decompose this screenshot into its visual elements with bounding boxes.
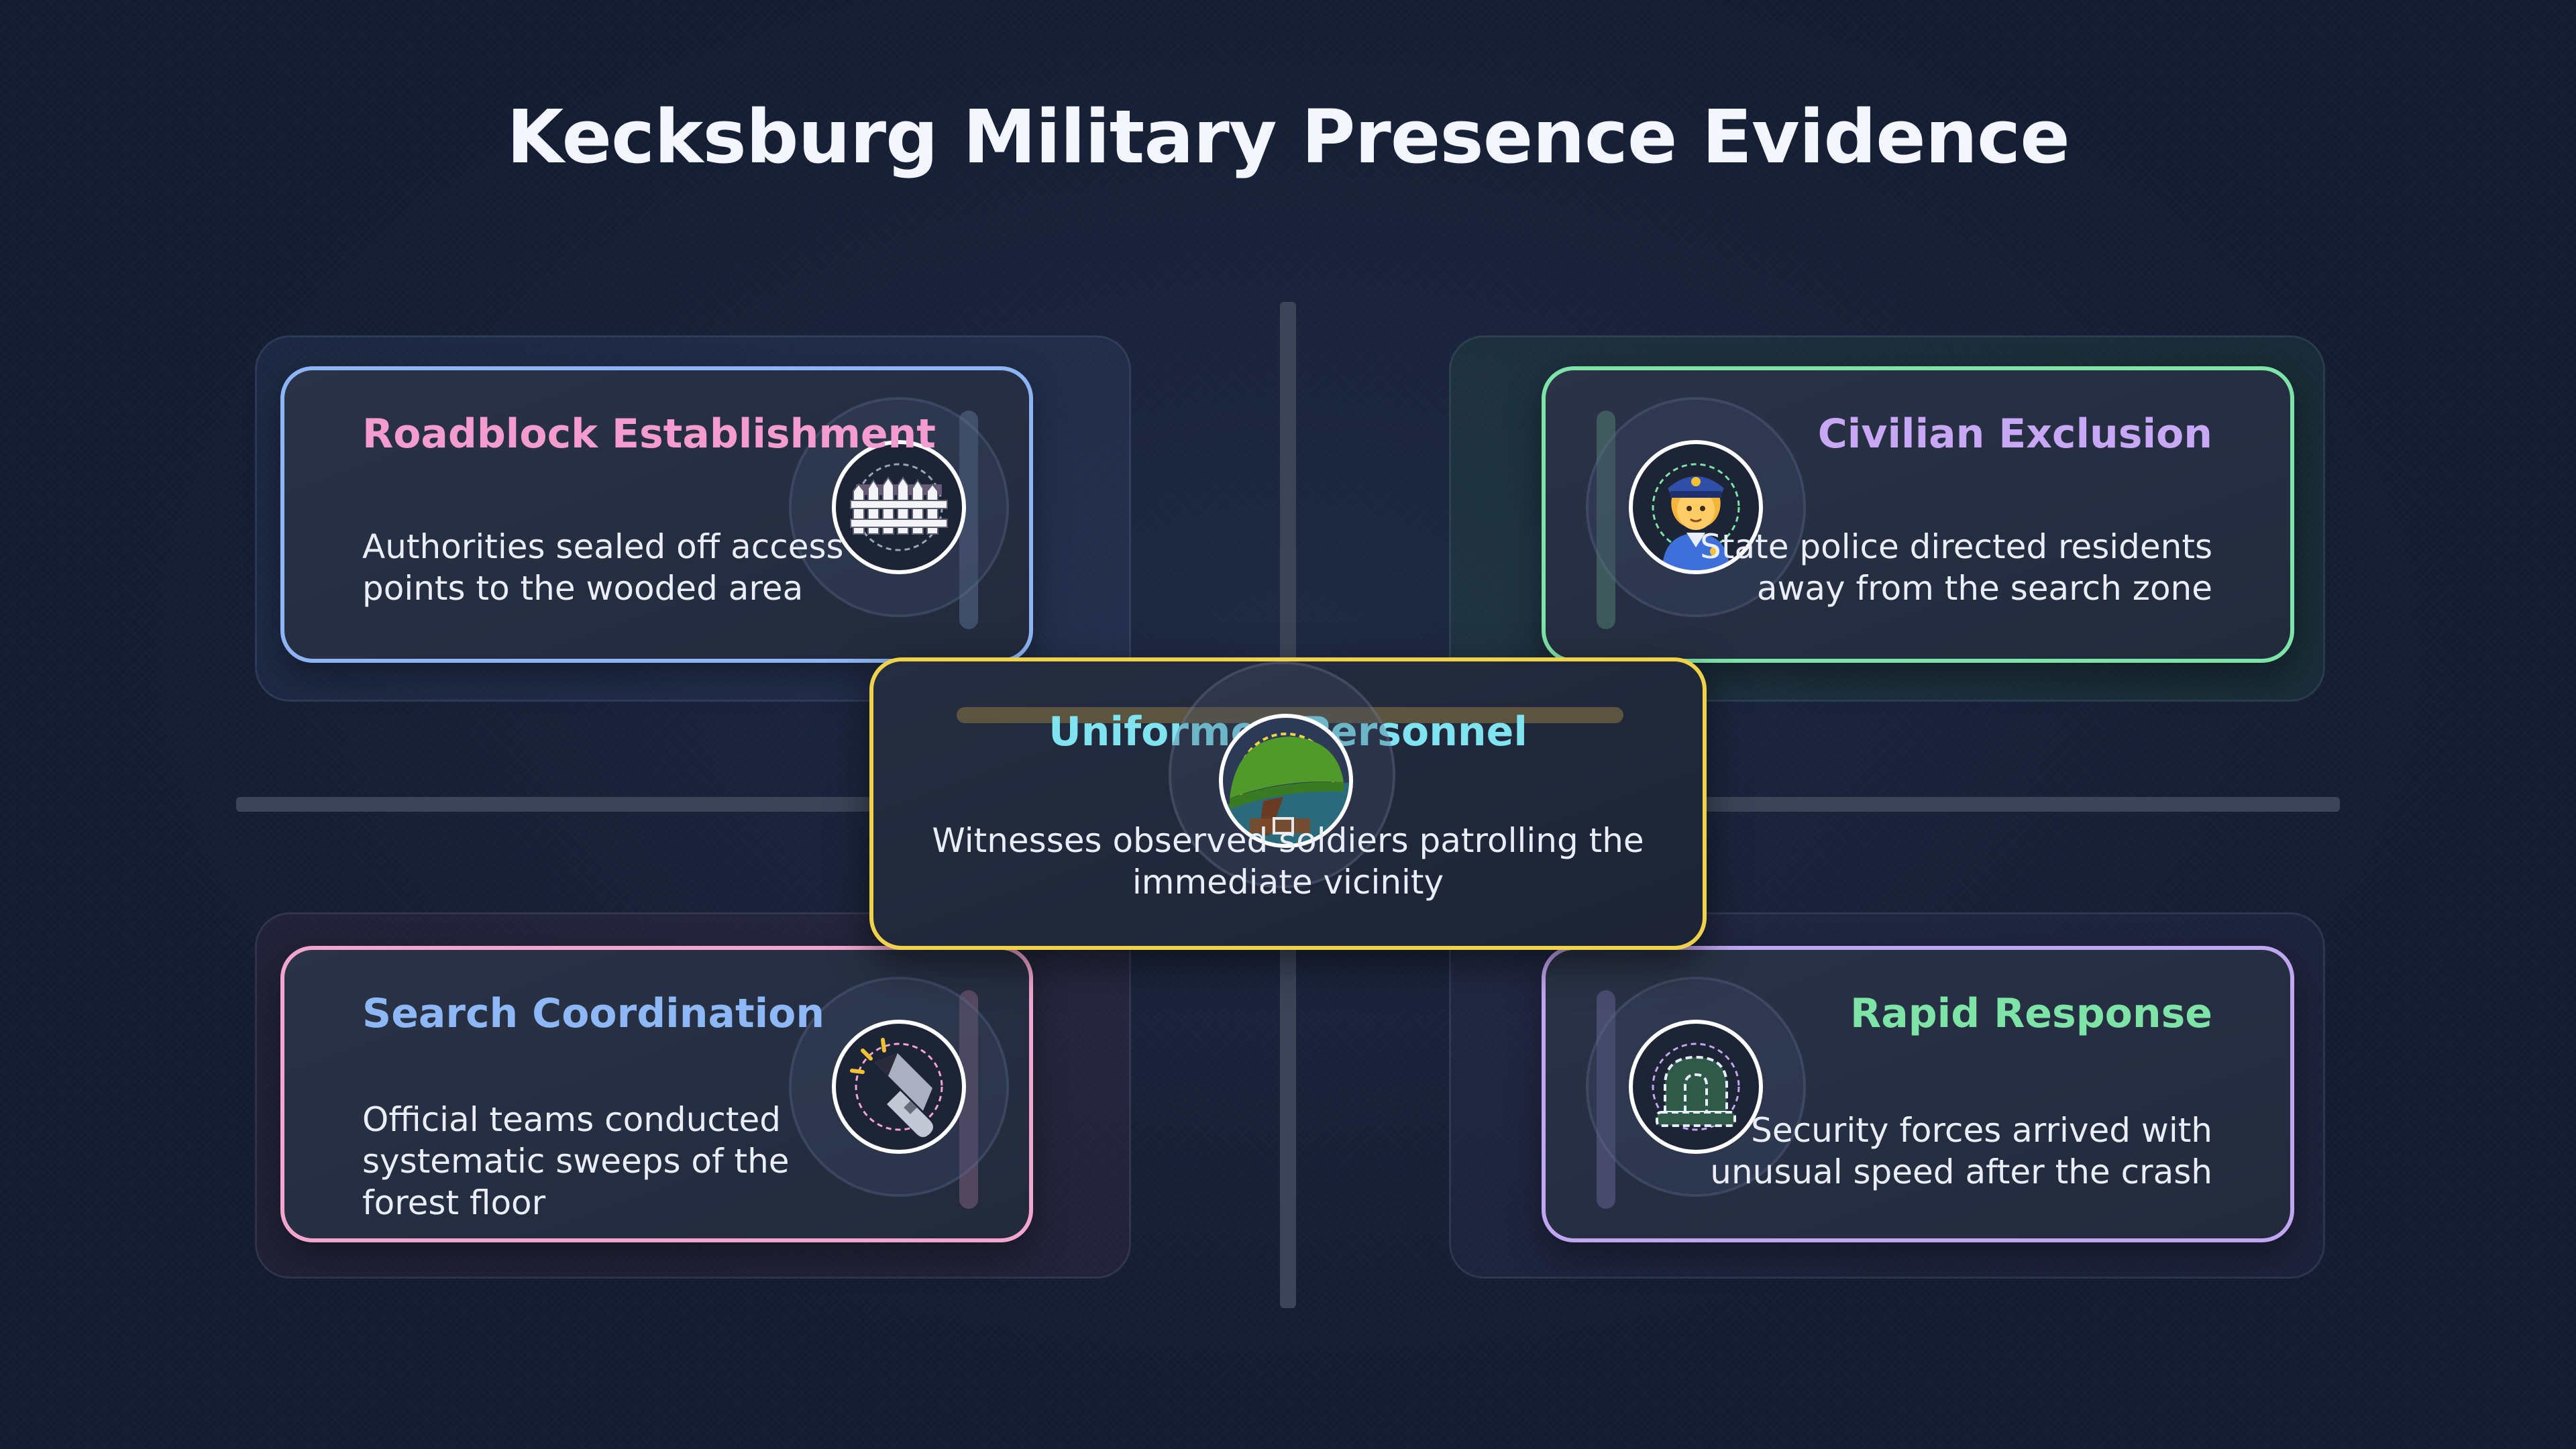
card-title: Roadblock Establishment xyxy=(362,411,936,458)
card-title: Civilian Exclusion xyxy=(1817,411,2212,458)
card-description: Authorities sealed off access points to … xyxy=(362,527,844,608)
card-roadblock-establishment: Roadblock Establishment Authorities seal… xyxy=(280,366,1033,663)
fence-icon xyxy=(832,440,966,574)
card-civilian-exclusion: Civilian Exclusion State police directed… xyxy=(1542,366,2294,663)
military-helmet-icon xyxy=(1219,714,1353,848)
card-rapid-response: Rapid Response Security forces arrived w… xyxy=(1542,946,2294,1242)
flashlight-icon xyxy=(832,1020,966,1154)
card-description: State police directed residents away fro… xyxy=(1700,527,2212,608)
police-officer-icon xyxy=(1629,440,1763,574)
icon-ring xyxy=(1586,397,1806,617)
card-title: Search Coordination xyxy=(362,990,825,1037)
card-title: Rapid Response xyxy=(1850,990,2212,1037)
icon-ring xyxy=(1586,977,1806,1197)
card-search-coordination: Search Coordination Official teams condu… xyxy=(280,946,1033,1242)
card-description: Security forces arrived with unusual spe… xyxy=(1710,1111,2212,1191)
icon-ring xyxy=(789,397,1009,617)
card-description: Witnesses observed soldiers patrolling t… xyxy=(932,821,1644,902)
page-title: Kecksburg Military Presence Evidence xyxy=(506,94,2070,180)
police-light-icon xyxy=(1629,1020,1763,1154)
card-description: Official teams conducted systematic swee… xyxy=(362,1100,790,1222)
card-uniformed-personnel: Uniformed Personnel Witnesses observed s… xyxy=(869,657,1707,950)
icon-ring xyxy=(789,977,1009,1197)
